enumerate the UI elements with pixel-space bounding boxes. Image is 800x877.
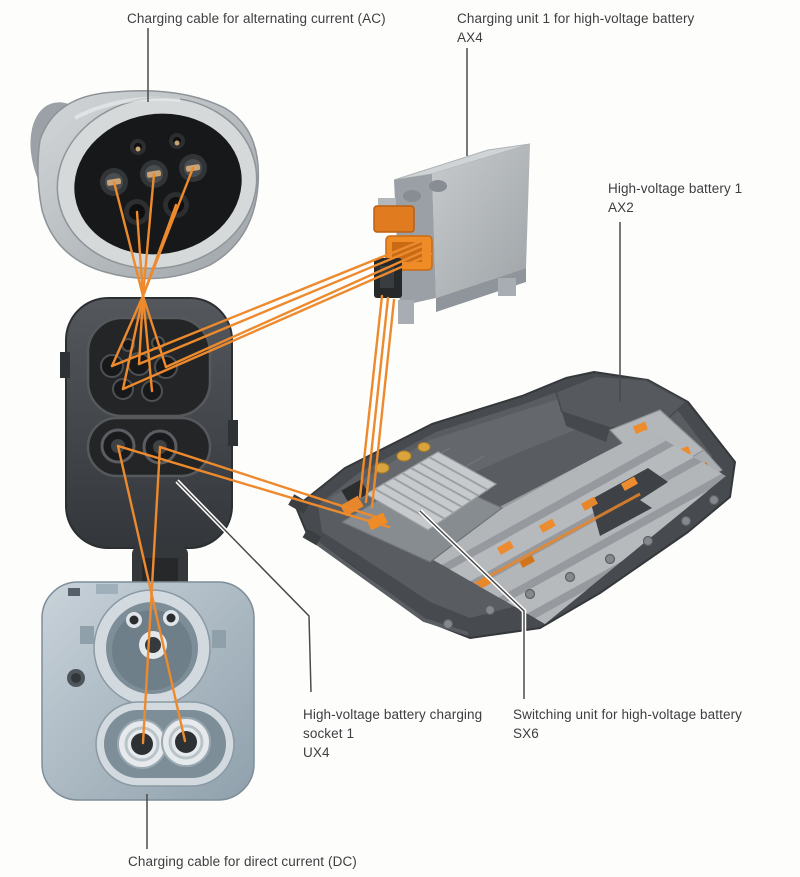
label-charging-unit-text: Charging unit 1 for high-voltage battery — [457, 11, 695, 26]
callout-lines — [146, 28, 621, 849]
ac-connector-illustration — [30, 89, 260, 280]
connection-lines — [110, 166, 433, 745]
label-hv-battery-code: AX2 — [608, 200, 634, 215]
label-charging-socket: High-voltage battery charging socket 1 U… — [303, 705, 499, 762]
label-charging-socket-code: UX4 — [303, 745, 330, 760]
label-dc-cable-text: Charging cable for direct current (DC) — [128, 854, 357, 869]
hv-battery-illustration — [288, 371, 736, 639]
charging-socket-illustration — [60, 297, 238, 600]
switching-unit-illustration — [340, 442, 504, 563]
label-charging-unit-code: AX4 — [457, 30, 483, 45]
label-ac-cable-text: Charging cable for alternating current (… — [127, 11, 386, 26]
charging-unit-illustration — [373, 143, 531, 324]
callout-charging-socket — [176, 480, 312, 693]
label-switching-unit-text: Switching unit for high-voltage battery — [513, 707, 743, 722]
dc-connector-illustration — [41, 581, 255, 801]
label-switching-unit: Switching unit for high-voltage battery … — [513, 705, 773, 743]
label-hv-battery-text: High-voltage battery 1 — [608, 181, 743, 196]
label-hv-battery: High-voltage battery 1 AX2 — [608, 179, 788, 217]
label-switching-unit-code: SX6 — [513, 726, 539, 741]
label-charging-socket-text: High-voltage battery charging socket 1 — [303, 707, 483, 741]
label-charging-unit: Charging unit 1 for high-voltage battery… — [457, 9, 747, 47]
label-dc-cable: Charging cable for direct current (DC) — [128, 852, 357, 871]
label-ac-cable: Charging cable for alternating current (… — [127, 9, 386, 28]
callout-switching-unit — [419, 510, 525, 699]
